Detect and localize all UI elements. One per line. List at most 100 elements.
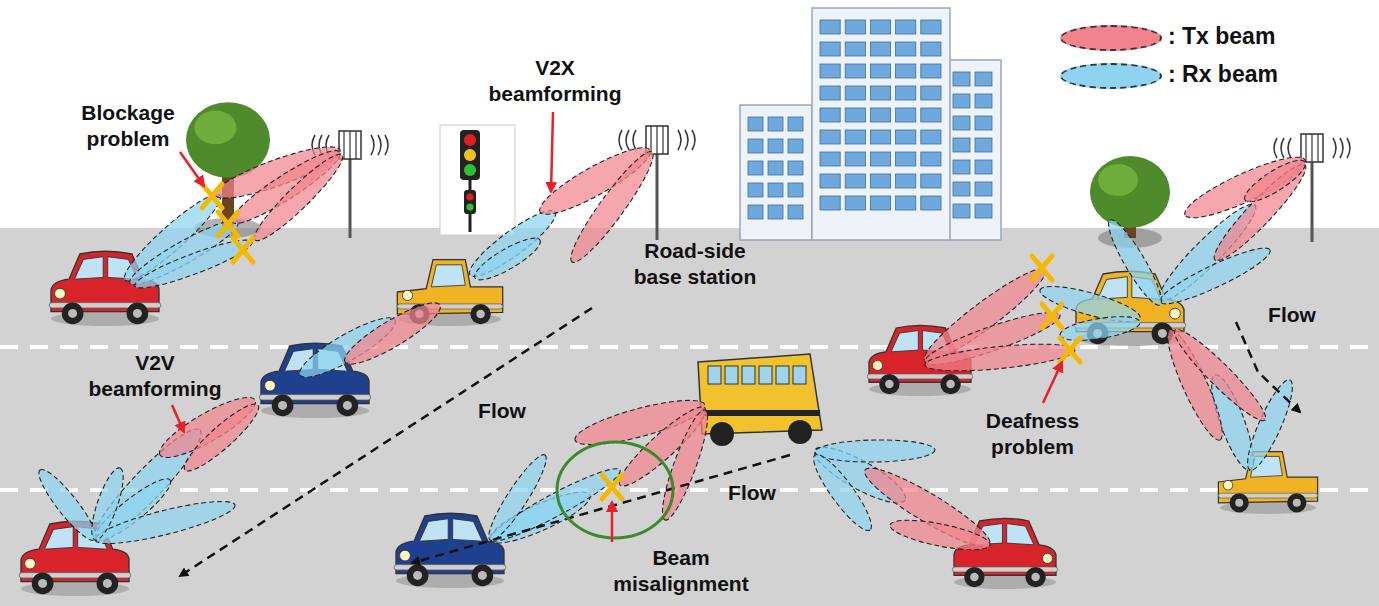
wheel [788,420,812,444]
building-window [788,117,803,131]
wheel-hub [133,309,142,318]
signal-arc [633,130,636,150]
rx-beam [482,450,554,546]
building-window [896,64,916,78]
headlight [1042,553,1052,563]
building-window [870,64,890,78]
building-window [975,94,992,108]
signal-arc [385,135,388,155]
x-mark [1060,338,1080,362]
antenna-stripe [650,126,651,154]
wheel-hub [278,401,287,410]
traffic-light-panel [440,125,515,235]
bus-window [742,366,755,384]
tower-pole [1311,162,1314,242]
tx-beam [338,294,446,373]
bus-window [708,366,721,384]
building-window [820,152,840,166]
wheel-hub [103,579,112,588]
wheel [1230,493,1249,512]
callout-label: V2X beamforming [488,55,622,106]
antenna-stripe [656,126,657,154]
building-window [921,86,941,100]
tx-beam [247,147,349,248]
building-window [820,42,840,56]
lane-marking [0,488,1379,492]
wheel-hub [1235,499,1243,507]
wheel-hub [970,573,979,582]
signal-arc [685,130,688,150]
building-window [975,160,992,174]
antenna-stripe [1311,134,1312,162]
headlight [25,558,36,569]
signal-arc [619,130,622,150]
building-window [870,196,890,210]
building-window [788,161,803,175]
building-window [921,42,941,56]
callout-label: Flow [472,398,532,424]
car-window [74,257,103,280]
building-window [870,86,890,100]
antenna-stripe [355,131,356,159]
building [812,8,950,240]
tx-beam [858,458,997,557]
antenna-stripe [1317,134,1318,162]
building-window [921,64,941,78]
building-window [896,20,916,34]
building-window [975,204,992,218]
antenna-stripe [1305,134,1306,162]
flow-arrow [412,455,790,563]
building-window [845,64,865,78]
callout-label: Road-side base station [620,238,770,289]
signal-arc [1274,138,1277,158]
building-window [953,72,970,86]
legend-swatch [1060,63,1162,89]
signal-arc [1288,138,1291,158]
tx-beam [888,514,992,556]
building-window [748,183,763,197]
antenna [339,131,361,159]
wheel [472,565,494,587]
car-body [1218,452,1317,503]
building-window [870,130,890,144]
building-window [921,130,941,144]
wheel [407,565,429,587]
pointer-arrow [180,152,204,186]
callout-label: Flow [1262,302,1322,328]
wheel [272,395,294,417]
pointer-arrow [611,502,614,542]
building-window [921,196,941,210]
building-window [896,130,916,144]
wheel-hub [1293,499,1301,507]
signal-arc [1340,138,1343,158]
tower-pole [656,154,659,240]
signal-lamp [464,134,476,146]
legend-text: : Tx beam [1168,23,1275,50]
building-window [748,161,763,175]
x-mark [202,184,222,208]
building-window [921,108,941,122]
building-window [768,117,783,131]
building-window [845,196,865,210]
legend-text: : Rx beam [1168,61,1278,88]
building-window [953,182,970,196]
building-window [975,182,992,196]
highlight-circle [557,442,673,538]
building-window [820,20,840,34]
bus-stripe [700,410,820,416]
signal-arc [692,130,695,150]
building-window [820,108,840,122]
building [740,105,812,240]
building-window [768,205,783,219]
x-mark [1032,256,1052,280]
vehicle [698,354,822,446]
building-window [768,161,783,175]
headlight [55,288,66,299]
building-window [845,130,865,144]
building-window [845,174,865,188]
tx-beam [924,339,1076,376]
wheel-hub [1158,329,1167,338]
rx-beam [470,231,545,286]
car-window [419,519,448,542]
